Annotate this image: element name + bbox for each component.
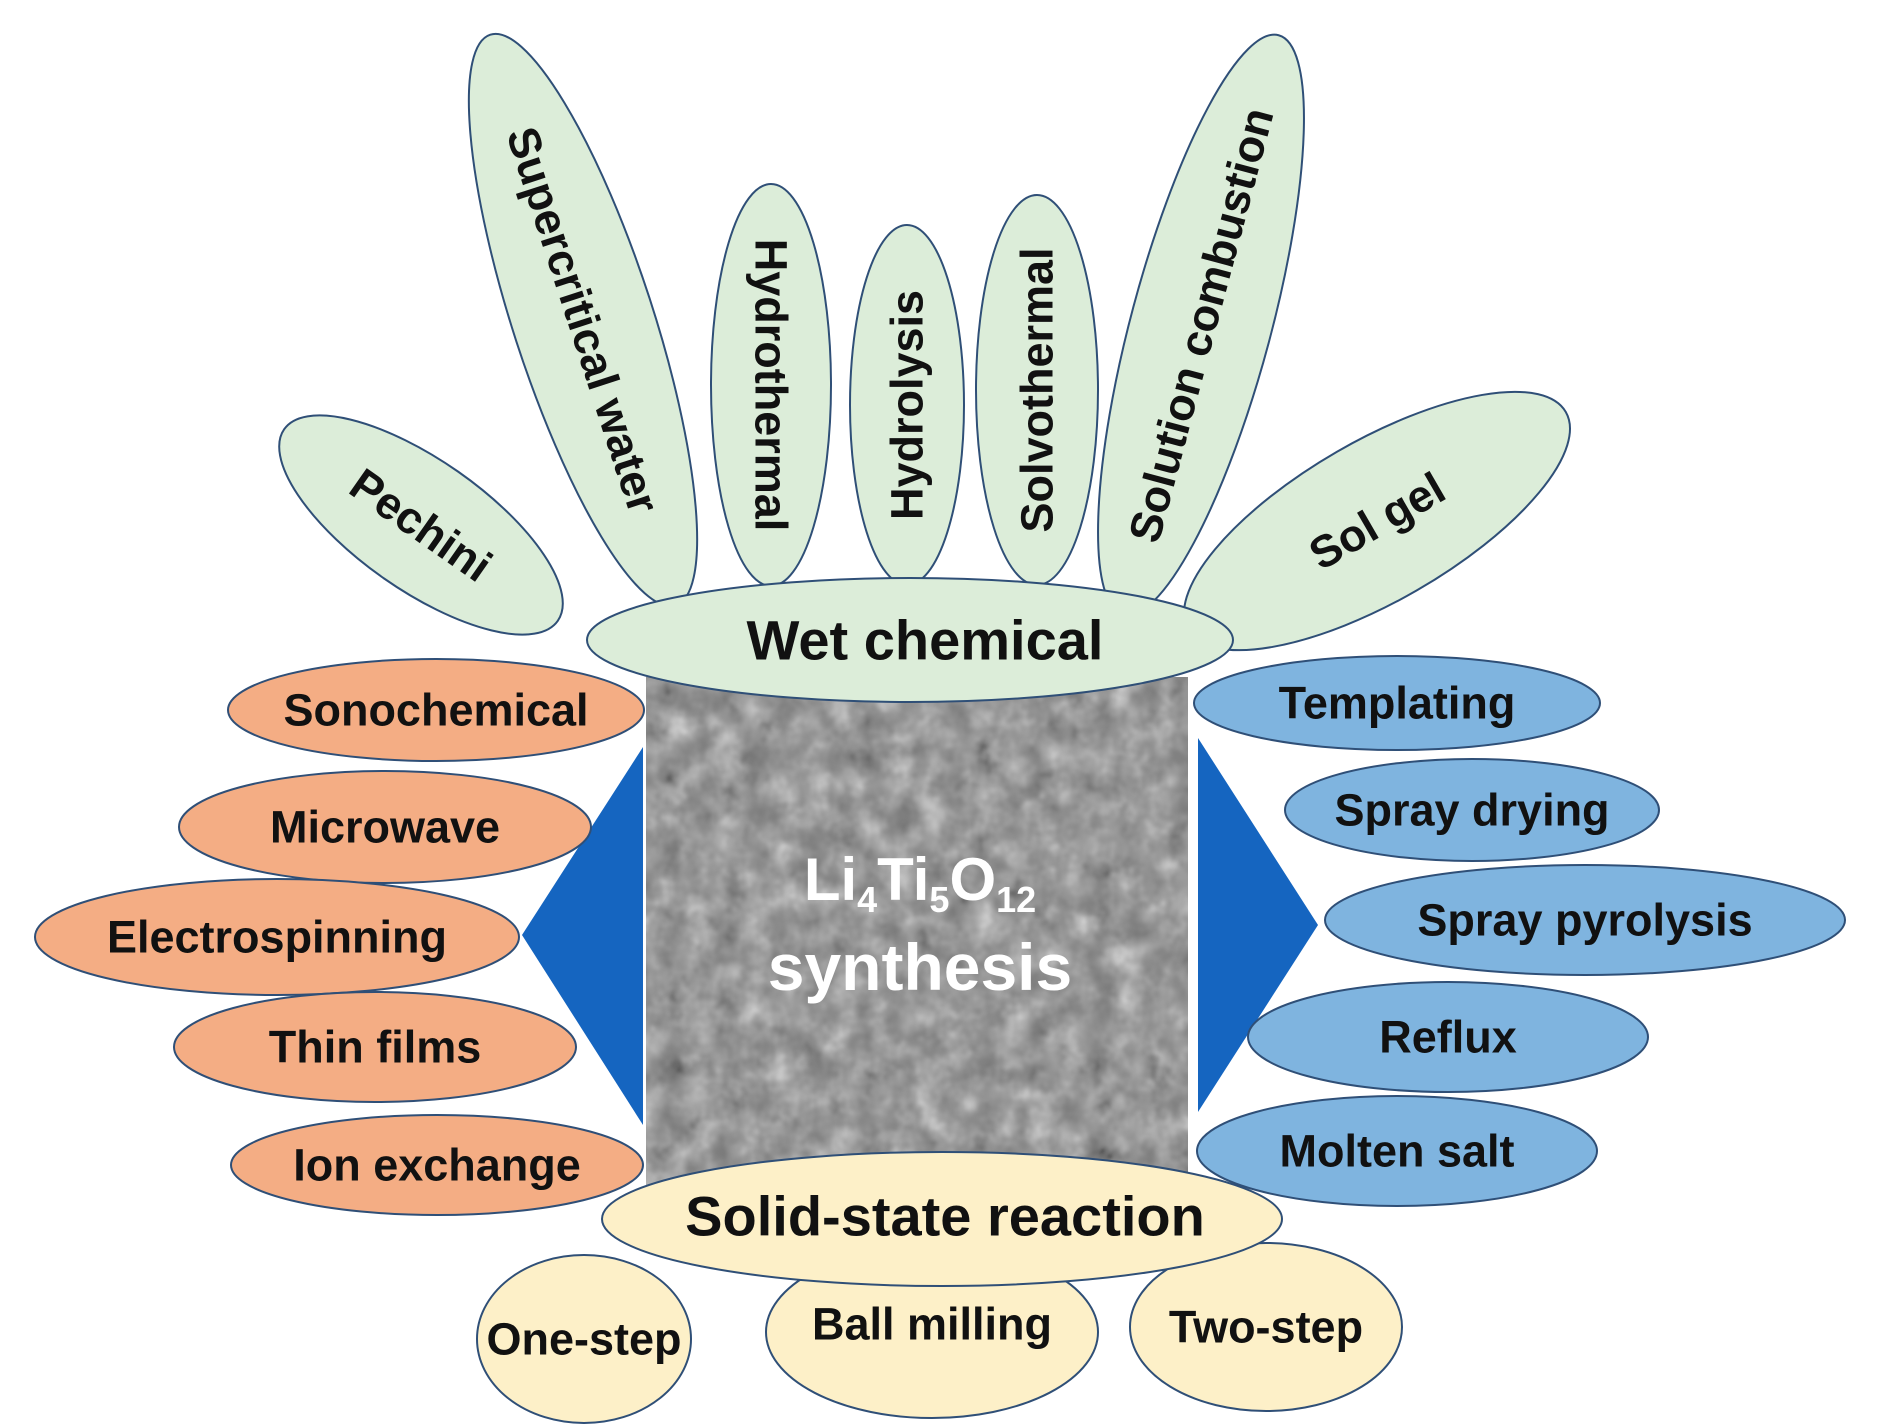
left-method-thin-films: Thin films <box>173 991 577 1103</box>
wet-method-solvothermal: Solvothermal <box>975 194 1099 586</box>
right-method-spray-pyrolysis: Spray pyrolysis <box>1324 864 1846 976</box>
left-method-label: Microwave <box>270 802 500 853</box>
right-method-templating: Templating <box>1193 655 1601 751</box>
center-formula: Li4Ti5O12 <box>804 846 1036 920</box>
wet-chemical-node: Wet chemical <box>586 577 1234 703</box>
wet-method-label: Solvothermal <box>1012 247 1063 532</box>
solid-method-label: Ball milling <box>812 1299 1052 1350</box>
right-arrow-shape <box>1198 738 1318 1112</box>
wet-chemical-title: Wet chemical <box>747 609 1104 672</box>
left-method-sonochemical: Sonochemical <box>227 658 645 762</box>
wet-method-label: Hydrothermal <box>746 239 797 532</box>
wet-method-label: Hydrolysis <box>882 290 933 520</box>
left-method-label: Ion exchange <box>293 1140 581 1191</box>
left-methods: Sonochemical Microwave Electrospinning T… <box>34 658 645 1216</box>
solid-method-one-step: One-step <box>476 1254 692 1424</box>
right-method-label: Spray pyrolysis <box>1417 895 1752 946</box>
right-method-molten-salt: Molten salt <box>1196 1095 1598 1207</box>
center-subtitle: synthesis <box>768 930 1072 1004</box>
left-method-electrospinning: Electrospinning <box>34 878 520 996</box>
right-method-label: Templating <box>1279 678 1516 729</box>
left-method-label: Sonochemical <box>283 685 588 736</box>
solid-state-methods: One-step Ball milling Two-step <box>476 1242 1403 1424</box>
left-method-microwave: Microwave <box>178 770 592 884</box>
left-arrow-shape <box>522 747 643 1125</box>
solid-state-title: Solid-state reaction <box>685 1185 1205 1248</box>
wet-method-hydrolysis: Hydrolysis <box>849 224 965 586</box>
wet-method-sol-gel: Sol gel <box>1183 390 1571 652</box>
solid-method-label: Two-step <box>1169 1302 1363 1353</box>
solid-method-ball-milling: Ball milling <box>765 1245 1099 1419</box>
wet-method-pechini: Pechini <box>278 414 564 636</box>
center-label: Li4Ti5O12 synthesis <box>768 846 1072 1004</box>
right-method-spray-drying: Spray drying <box>1284 758 1660 862</box>
left-method-label: Thin films <box>269 1022 482 1073</box>
right-method-label: Spray drying <box>1334 785 1609 836</box>
solid-method-label: One-step <box>486 1314 681 1365</box>
solid-state-node: Solid-state reaction <box>601 1151 1283 1287</box>
left-method-label: Electrospinning <box>107 912 447 963</box>
wet-method-hydrothermal: Hydrothermal <box>710 183 832 587</box>
right-method-reflux: Reflux <box>1247 981 1649 1093</box>
left-method-ion-exchange: Ion exchange <box>230 1114 644 1216</box>
center-sem-image <box>646 677 1188 1192</box>
right-methods: Templating Spray drying Spray pyrolysis … <box>1193 655 1846 1207</box>
right-method-label: Reflux <box>1379 1012 1517 1063</box>
right-method-label: Molten salt <box>1279 1126 1514 1177</box>
solid-method-two-step: Two-step <box>1129 1242 1403 1412</box>
